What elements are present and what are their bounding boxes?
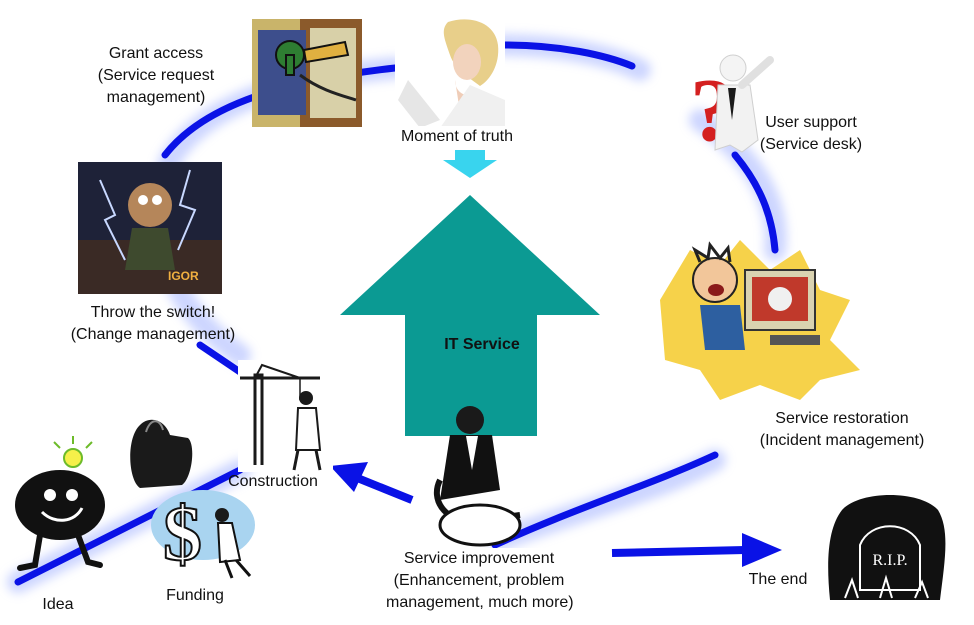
tombstone-rip-text: R.I.P. bbox=[872, 552, 907, 569]
arrow-head-to-construction bbox=[330, 462, 368, 492]
svg-text:$: $ bbox=[163, 490, 202, 577]
construction-label: Construction bbox=[228, 473, 318, 490]
lightbulb-character-icon bbox=[15, 436, 105, 571]
cycle-segment-idea-to-construction bbox=[14, 466, 244, 586]
crane-builder-icon bbox=[238, 360, 333, 472]
cycle-segment-switch-to-construction bbox=[196, 341, 244, 376]
moment-of-truth-arrow bbox=[443, 150, 497, 178]
dollar-sign-pusher-icon: $ bbox=[130, 419, 255, 579]
service-improvement-label: Service improvement (Enhancement, proble… bbox=[386, 548, 574, 614]
thinking-woman-icon bbox=[395, 18, 505, 128]
question-mark-person-icon: ? bbox=[690, 54, 774, 160]
svg-text:IGOR: IGOR bbox=[168, 269, 199, 283]
user-support-label: User support (Service desk) bbox=[759, 114, 863, 153]
throw-switch-label: Throw the switch! (Change management) bbox=[70, 304, 236, 343]
man-with-grinder-icon bbox=[433, 406, 522, 547]
arrow-head-to-the-end bbox=[742, 533, 782, 567]
service-restoration-label: Service restoration (Incident management… bbox=[752, 408, 932, 452]
arrow-improvement-to-construction bbox=[348, 471, 414, 504]
flow-arrows bbox=[330, 462, 782, 567]
idea-label: Idea bbox=[42, 596, 74, 613]
igor-lightning-icon: IGOR bbox=[78, 162, 222, 294]
arrow-to-the-end bbox=[611, 546, 746, 557]
grant-access-label: Grant access (Service request management… bbox=[97, 45, 215, 106]
it-service-arrow bbox=[340, 195, 600, 436]
funding-label: Funding bbox=[166, 587, 224, 604]
key-lock-icon bbox=[252, 19, 362, 127]
the-end-label: The end bbox=[748, 571, 808, 588]
moment-of-truth-label: Moment of truth bbox=[392, 126, 522, 148]
rip-tombstone-icon: R.I.P. bbox=[828, 495, 946, 600]
frustrated-computer-user-icon bbox=[660, 240, 860, 400]
cycle-segment-truth-to-support bbox=[501, 41, 636, 70]
cycle-segment-support-to-restoration bbox=[731, 151, 779, 254]
lifecycle-cycle-line bbox=[14, 41, 779, 586]
it-service-label: IT Service bbox=[444, 336, 520, 353]
cycle-segment-restoration-to-improvement bbox=[491, 451, 719, 549]
